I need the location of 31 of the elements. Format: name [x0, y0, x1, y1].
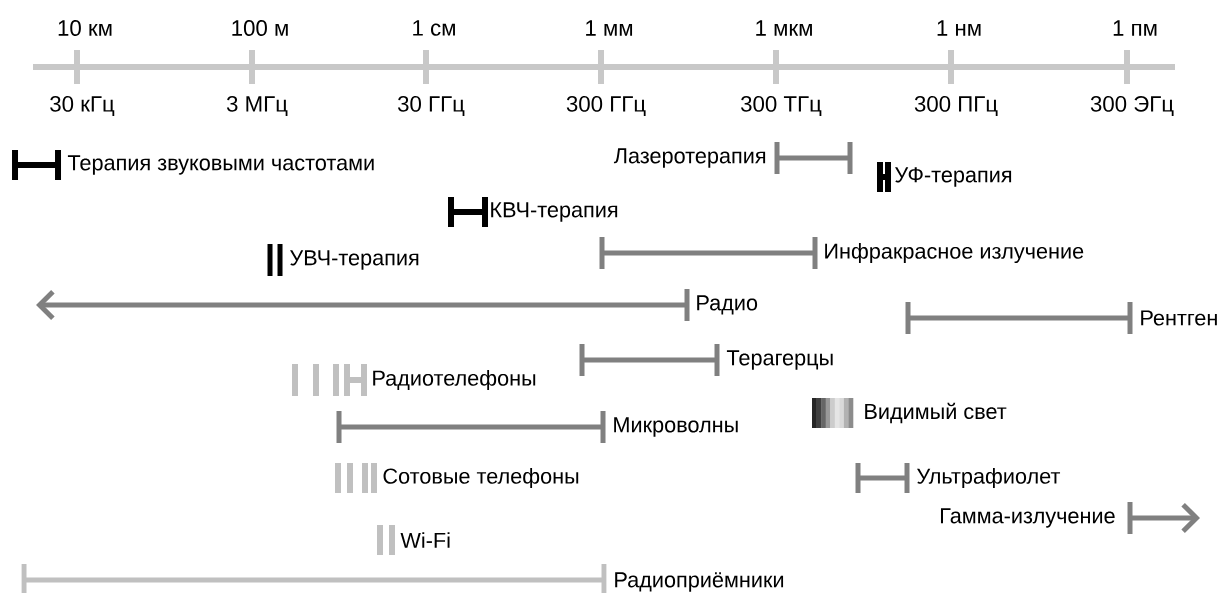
- band-label: Видимый свет: [865, 402, 1007, 424]
- scale-label: 1 нм: [937, 20, 981, 36]
- scale-label: 300 ЭГц: [1090, 96, 1174, 116]
- scale-label: 1 мкм: [756, 20, 812, 36]
- scale-label: 10 км: [58, 20, 112, 36]
- scale-label: 100 м: [232, 20, 288, 36]
- scale-label: 1 пм: [1113, 20, 1157, 36]
- scale-label: 300 ТГц: [741, 96, 822, 116]
- band-label: Радиоприёмники: [615, 572, 784, 592]
- band-label: Радио: [697, 295, 758, 315]
- scale-label: 1 мм: [586, 20, 633, 36]
- scale-label: 30 кГц: [50, 96, 115, 116]
- scale-label: 30 ГГц: [397, 96, 465, 116]
- band-label: УВЧ-терапия: [290, 250, 419, 270]
- scale-label: 300 ГГц: [566, 96, 646, 116]
- scale-label: 1 см: [413, 20, 455, 36]
- band-label: КВЧ-терапия: [491, 202, 618, 222]
- band-label: Терагерцы: [726, 350, 833, 370]
- band-label: Радиотелефоны: [373, 369, 536, 391]
- scale-label: 300 ПГц: [914, 96, 998, 116]
- scale-label: 3 МГц: [226, 96, 288, 116]
- band-label: Ультрафиолет: [917, 467, 1061, 489]
- band-label: УФ-терапия: [895, 167, 1012, 187]
- band-label: Wi-Fi: [400, 532, 450, 548]
- band-label: Инфракрасное излучение: [825, 242, 1084, 264]
- band-label: Гамма-излучение: [941, 508, 1115, 528]
- band-label: Сотовые телефоны: [383, 467, 579, 489]
- band-label: Микроволны: [614, 417, 738, 437]
- band-label: Рентген: [1141, 310, 1217, 326]
- band-label: Терапия звуковыми частотами: [67, 155, 374, 175]
- band-label: Лазеротерапия: [613, 148, 766, 168]
